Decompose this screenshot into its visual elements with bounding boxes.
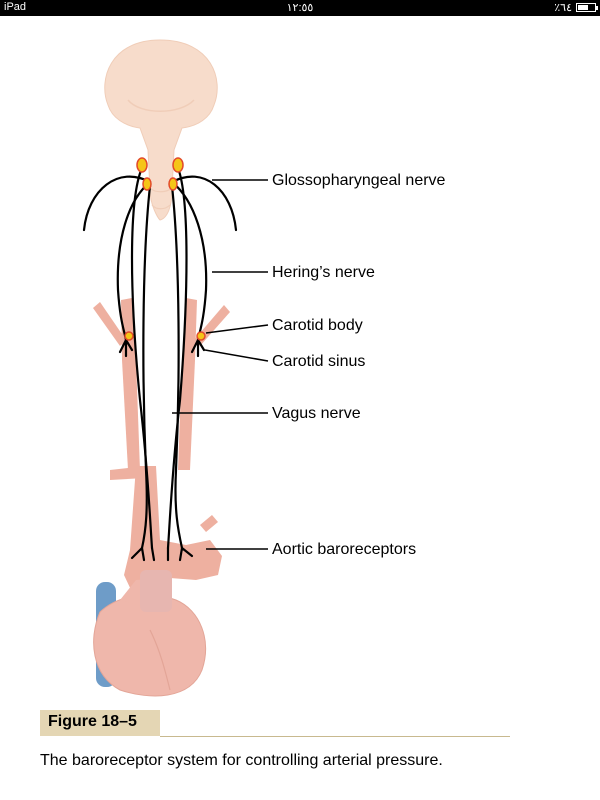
battery-indicator: ٪٦٤ [554, 1, 598, 14]
label-herings-nerve: Hering’s nerve [272, 264, 375, 281]
leader-carotid-body [205, 324, 269, 334]
figure-divider [160, 736, 510, 737]
label-aortic-baroreceptors: Aortic baroreceptors [272, 541, 417, 558]
nerve-pathways [82, 166, 238, 562]
anatomy-illustration [82, 39, 269, 697]
status-time: ١٢:٥٥ [286, 2, 314, 14]
figure-number: Figure 18–5 [40, 710, 160, 736]
label-glossopharyngeal-nerve: Glossopharyngeal nerve [272, 172, 446, 189]
brain-illustration [104, 39, 218, 221]
receptor-marker [172, 157, 184, 173]
status-bar: iPad ١٢:٥٥ ٪٦٤ [0, 0, 600, 16]
figure-caption: The baroreceptor system for controlling … [40, 752, 443, 769]
label-vagus-nerve: Vagus nerve [272, 405, 361, 422]
receptor-marker [142, 177, 152, 191]
receptor-marker [196, 331, 206, 341]
artery-illustration [93, 298, 230, 592]
battery-percent: ٪٦٤ [554, 2, 572, 14]
label-carotid-sinus: Carotid sinus [272, 353, 366, 370]
heart-illustration [93, 570, 206, 697]
receptor-marker [136, 157, 148, 173]
receptor-marker [124, 331, 134, 341]
leader-lines [172, 179, 269, 550]
leader-carotid-sinus [204, 349, 269, 362]
device-name: iPad [4, 1, 27, 13]
receptor-markers [124, 157, 206, 341]
battery-icon [576, 3, 598, 12]
baroreceptor-diagram: Glossopharyngeal nerve Hering’s nerve Ca… [0, 16, 600, 706]
receptor-marker [168, 177, 178, 191]
label-carotid-body: Carotid body [272, 317, 363, 334]
